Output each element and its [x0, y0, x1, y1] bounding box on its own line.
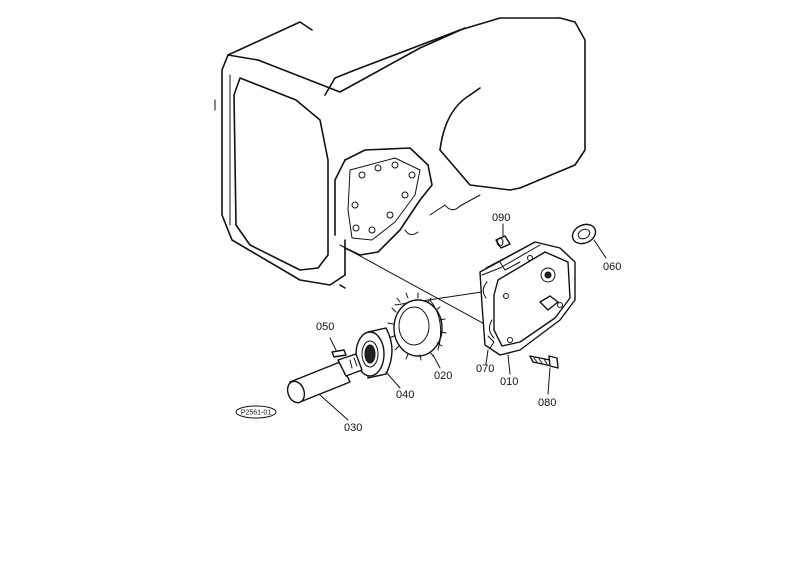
- shaft-030: [286, 353, 363, 404]
- part-label-050: 050: [316, 321, 334, 333]
- bearing-040: [355, 327, 393, 379]
- reference-code-badge: P2561-01: [235, 405, 277, 419]
- part-label-040: 040: [396, 389, 414, 401]
- gear-020: [387, 292, 447, 361]
- callout-leaders: [319, 223, 607, 421]
- part-label-080: 080: [538, 397, 556, 409]
- part-label-070: 070: [476, 363, 494, 375]
- reference-code: P2561-01: [241, 410, 271, 417]
- part-label-090: 090: [492, 212, 510, 224]
- bolt-080: [529, 355, 559, 369]
- part-labels: 090 060 050 020 070 010 040 080 030: [316, 212, 621, 434]
- transmission-housing: [214, 17, 586, 289]
- part-label-060: 060: [603, 261, 621, 273]
- pump-cover-010: [479, 241, 576, 356]
- spacer-070: [487, 335, 495, 349]
- part-label-020: 020: [434, 370, 452, 382]
- part-label-030: 030: [344, 422, 362, 434]
- part-label-010: 010: [500, 376, 518, 388]
- dowel-pin-090: [495, 235, 511, 249]
- key-050: [331, 349, 347, 358]
- oil-seal-060: [571, 223, 597, 245]
